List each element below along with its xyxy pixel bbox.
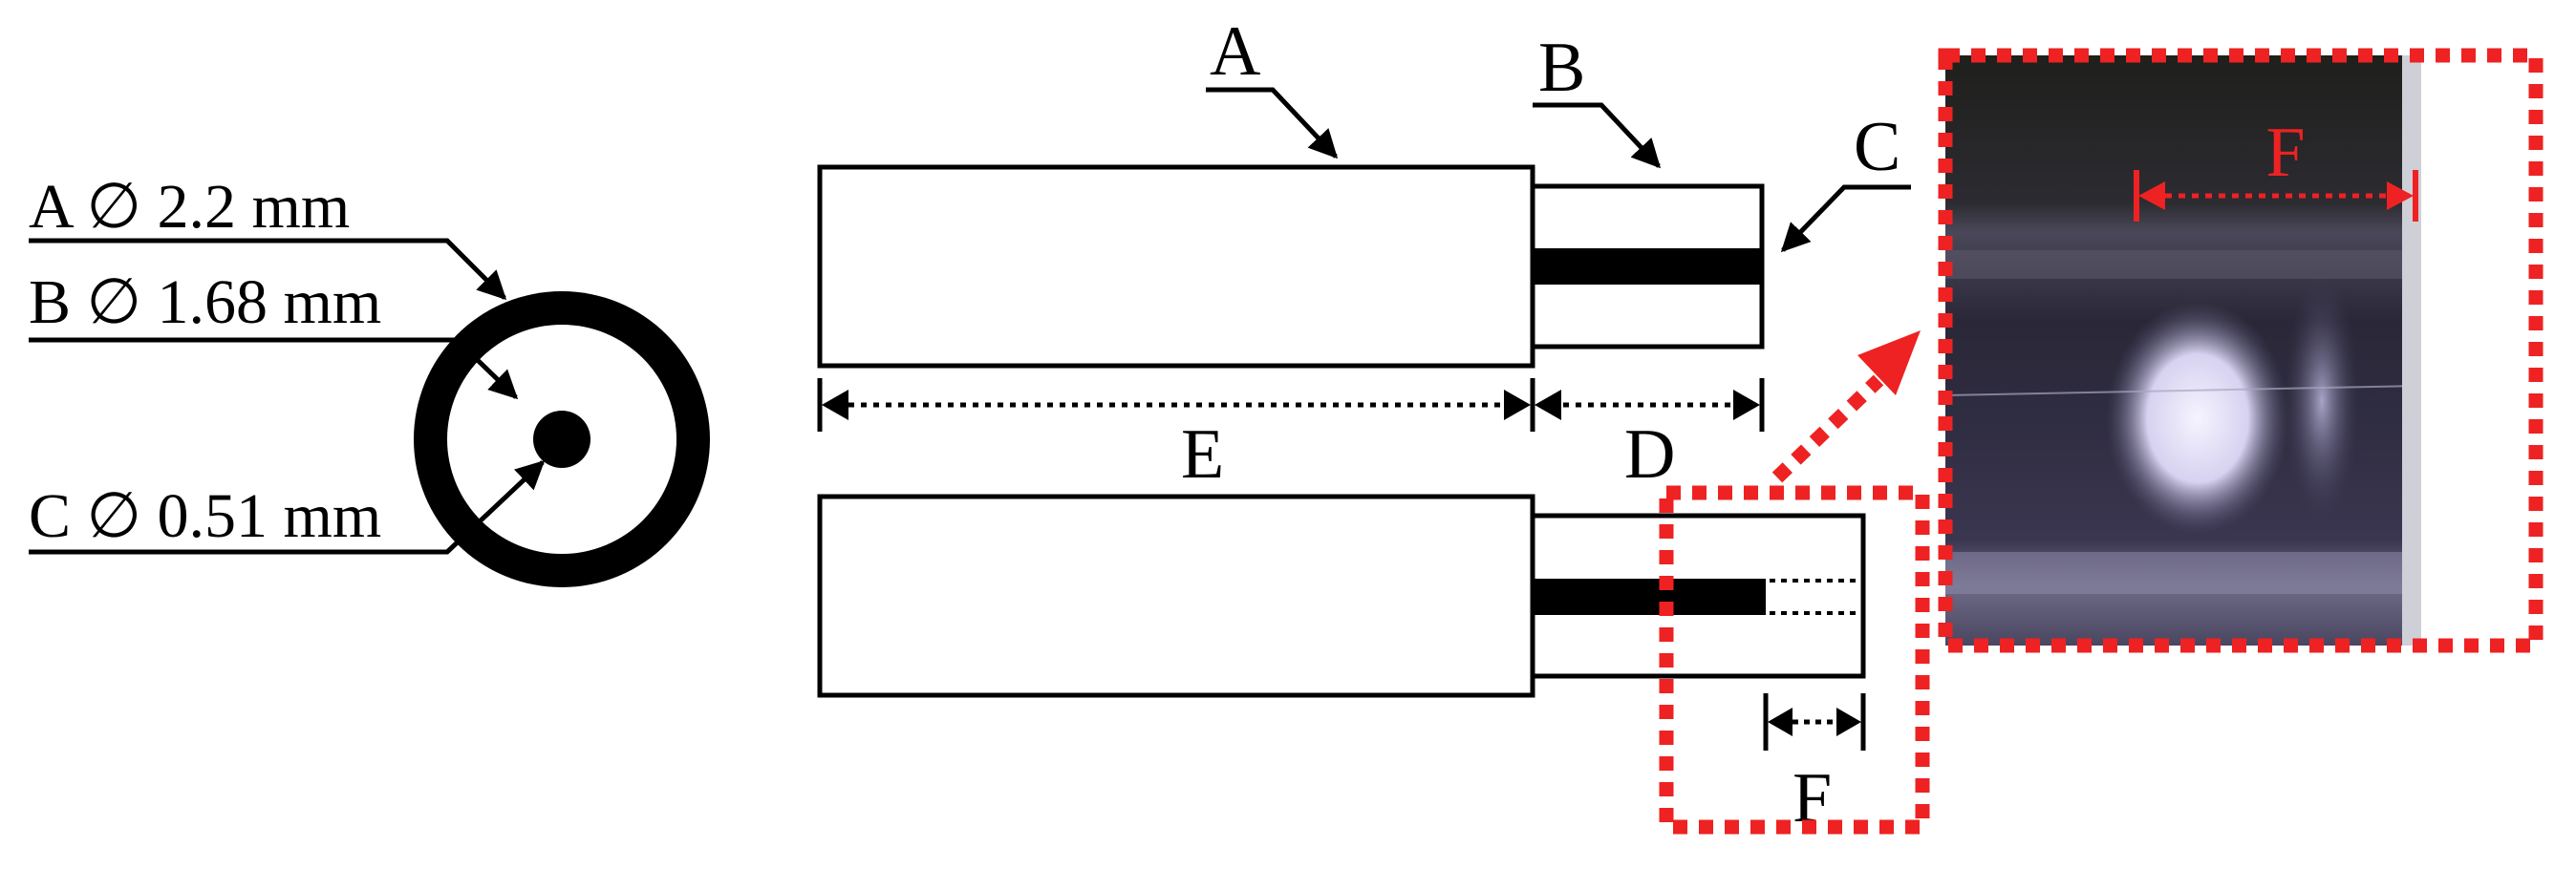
label-diameter-b: B ∅ 1.68 mm <box>29 267 381 337</box>
dimension-f <box>1763 693 1866 751</box>
core-c-bottom <box>1533 579 1766 615</box>
cross-section: A ∅ 2.2 mm B ∅ 1.68 mm C ∅ 0.51 mm <box>29 172 710 587</box>
zoom-arrow-head <box>1857 330 1921 395</box>
dimension-d <box>1535 378 1765 432</box>
label-d: D <box>1624 415 1675 494</box>
leader-b <box>29 337 519 400</box>
label-b: B <box>1538 29 1585 107</box>
dimension-e <box>817 378 1535 432</box>
label-e: E <box>1181 415 1224 494</box>
inset-frame <box>1938 48 2544 653</box>
side-view-top: A B C E D <box>817 12 1911 494</box>
leader-side-b <box>1533 102 1662 169</box>
leader-side-c <box>1780 184 1911 253</box>
tube-a-bottom <box>817 494 1535 698</box>
inset-label-f: F <box>2265 114 2305 192</box>
core-c <box>533 411 590 468</box>
inset-dimension-f <box>2134 170 2418 222</box>
leader-a <box>29 238 507 301</box>
photo-inset: F <box>1938 48 2544 653</box>
label-c: C <box>1854 108 1900 186</box>
label-diameter-c: C ∅ 0.51 mm <box>29 481 381 551</box>
label-diameter-a: A ∅ 2.2 mm <box>29 172 350 242</box>
label-a: A <box>1210 12 1260 91</box>
leader-side-a <box>1206 87 1339 159</box>
core-c-top <box>1533 248 1762 285</box>
leader-c <box>29 459 546 555</box>
tube-a-top <box>817 164 1535 369</box>
side-view-bottom: F <box>817 330 1930 837</box>
zoom-arrow-line <box>1771 374 1884 483</box>
micrograph <box>1945 55 2421 646</box>
zoom-region-box <box>1659 485 1930 835</box>
